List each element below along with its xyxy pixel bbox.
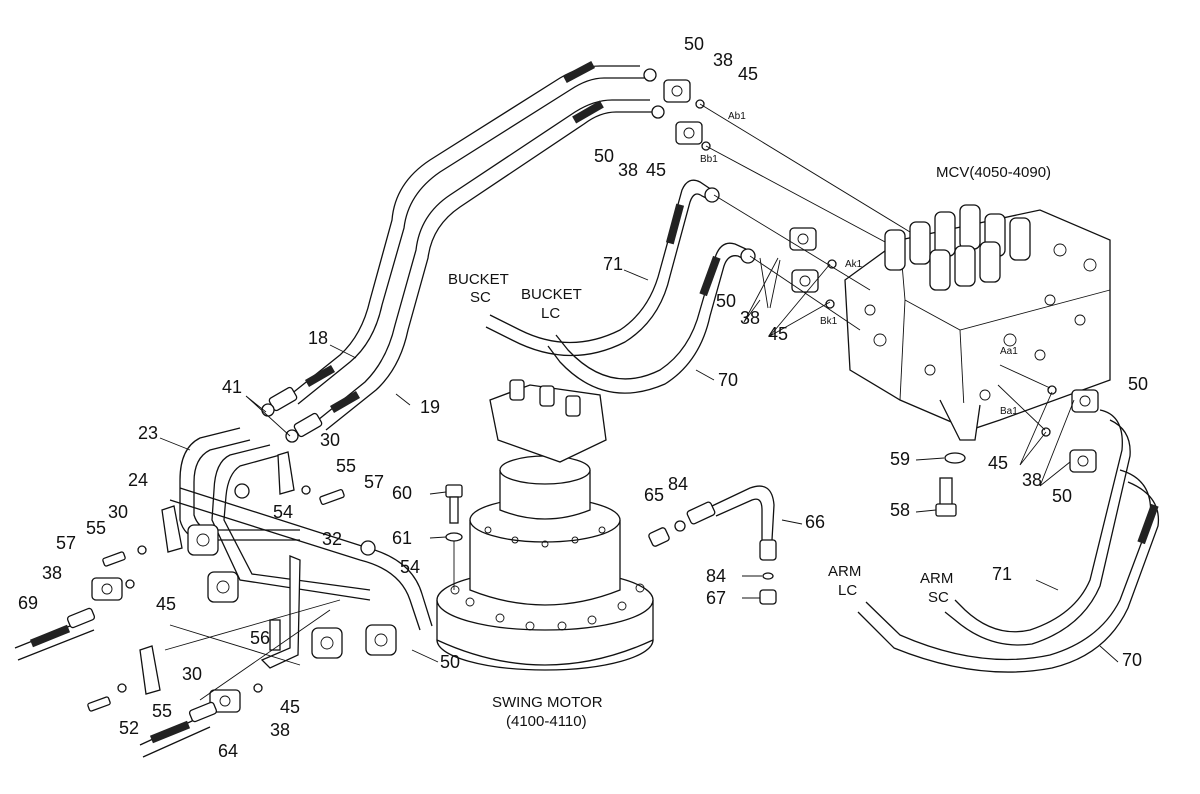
- hose-18: [289, 60, 650, 405]
- assembly-labels: MCV(4050-4090) SWING MOTOR (4100-4110): [492, 164, 1051, 730]
- part-number: 32: [322, 529, 342, 549]
- swing-motor: [436, 379, 654, 671]
- port-labels: Ab1 Bb1 Ak1 Bk1 Aa1 Ba1: [700, 111, 1018, 417]
- clamp-ab1: [643, 68, 705, 109]
- port-bk1: Bk1: [820, 316, 838, 327]
- part-number: 70: [1122, 650, 1142, 670]
- swing-motor-number: (4100-4110): [506, 713, 587, 730]
- part-number: 59: [890, 449, 910, 469]
- part-number: 52: [119, 718, 139, 738]
- part-number: 57: [56, 533, 76, 553]
- part-number: 45: [646, 160, 666, 180]
- label-leaders: [159, 257, 1119, 663]
- fitting-65-hose-66: [648, 485, 777, 605]
- clamps-ak1-bk1: [704, 187, 871, 331]
- part-number: 50: [716, 291, 736, 311]
- part-number-labels: 50 38 45 50 38 45 71 50 38 45 70 18 19 4…: [18, 34, 1148, 761]
- part-number: 54: [273, 502, 293, 522]
- part-number: 38: [740, 308, 760, 328]
- bolts-left: [87, 483, 376, 712]
- arm-lc-label-2: LC: [838, 582, 857, 599]
- part-number: 56: [250, 628, 270, 648]
- port-ba1: Ba1: [1000, 406, 1018, 417]
- part-number: 41: [222, 377, 242, 397]
- hose-71-bucket-sc: [485, 179, 715, 357]
- part-number: 45: [156, 594, 176, 614]
- part-number: 38: [1022, 470, 1042, 490]
- part-number: 50: [1128, 374, 1148, 394]
- part-number: 71: [992, 564, 1012, 584]
- arm-sc-label-1: ARM: [920, 570, 953, 587]
- hose-71-arm-sc: [944, 409, 1131, 646]
- bucket-sc-label-1: BUCKET: [448, 271, 509, 288]
- part-number: 24: [128, 470, 148, 490]
- port-aa1: Aa1: [1000, 346, 1018, 357]
- part-number: 55: [86, 518, 106, 538]
- hose-70-bucket-lc: [547, 242, 751, 394]
- drain-59-58: [935, 452, 966, 517]
- part-number: 66: [805, 512, 825, 532]
- part-number: 71: [603, 254, 623, 274]
- part-number: 38: [618, 160, 638, 180]
- port-bb1: Bb1: [700, 154, 718, 165]
- part-number: 45: [280, 697, 300, 717]
- part-number: 58: [890, 500, 910, 520]
- left-leader-lines: [164, 599, 341, 701]
- part-number: 70: [718, 370, 738, 390]
- part-number: 84: [706, 566, 726, 586]
- part-number: 38: [713, 50, 733, 70]
- mcv-label: MCV(4050-4090): [936, 164, 1051, 181]
- mcv-block: [844, 204, 1111, 441]
- clamp-bb1: [651, 105, 711, 151]
- part-number: 57: [364, 472, 384, 492]
- part-number: 84: [668, 474, 688, 494]
- swing-motor-label: SWING MOTOR: [492, 694, 603, 711]
- part-number: 69: [18, 593, 38, 613]
- port-ab1: Ab1: [728, 111, 746, 122]
- arm-sc-label-2: SC: [928, 589, 949, 606]
- part-number: 50: [684, 34, 704, 54]
- part-number: 55: [152, 701, 172, 721]
- clamp-plates-30: [139, 451, 295, 695]
- part-number: 45: [738, 64, 758, 84]
- part-number: 65: [644, 485, 664, 505]
- clamps-aa1-ba1: [997, 364, 1099, 473]
- part-number: 30: [108, 502, 128, 522]
- part-number: 54: [400, 557, 420, 577]
- arm-lc-label-1: ARM: [828, 563, 861, 580]
- hose-70-arm-lc: [857, 469, 1160, 673]
- part-number: 30: [182, 664, 202, 684]
- bucket-lc-label-1: BUCKET: [521, 286, 582, 303]
- part-number: 50: [440, 652, 460, 672]
- part-number: 23: [138, 423, 158, 443]
- hose-19: [317, 99, 658, 431]
- part-number: 60: [392, 483, 412, 503]
- part-number: 50: [1052, 486, 1072, 506]
- part-number: 18: [308, 328, 328, 348]
- connection-labels: BUCKET SC BUCKET LC ARM LC ARM SC: [448, 271, 953, 606]
- port-ak1: Ak1: [845, 259, 863, 270]
- part-number: 55: [336, 456, 356, 476]
- part-number: 61: [392, 528, 412, 548]
- part-number: 50: [594, 146, 614, 166]
- bucket-sc-label-2: SC: [470, 289, 491, 306]
- clamps-38-left: [91, 577, 263, 713]
- bucket-lc-label-2: LC: [541, 305, 560, 322]
- part-number: 67: [706, 588, 726, 608]
- part-number: 45: [988, 453, 1008, 473]
- flanges-left: [187, 524, 397, 659]
- part-number: 19: [420, 397, 440, 417]
- part-number: 30: [320, 430, 340, 450]
- part-number: 38: [42, 563, 62, 583]
- hose-64: [139, 701, 218, 758]
- hose-69: [14, 607, 96, 661]
- part-number: 38: [270, 720, 290, 740]
- part-number: 64: [218, 741, 238, 761]
- bolt-60: [445, 484, 463, 524]
- bracket-32: [260, 555, 301, 669]
- hose-end-fittings-18-19: [261, 386, 323, 443]
